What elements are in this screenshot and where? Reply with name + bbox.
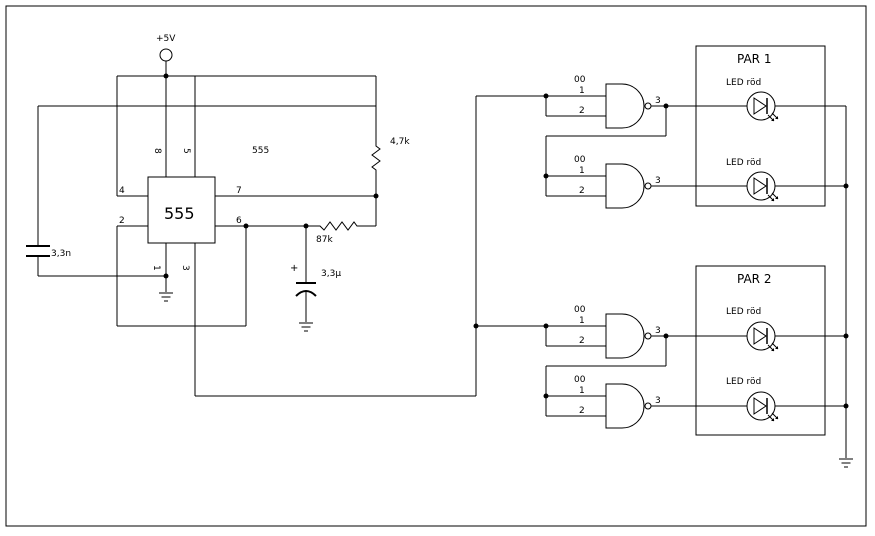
gate-1-out-label: 3 <box>655 96 661 106</box>
output-wires <box>194 95 606 397</box>
threshold-trigger-wires <box>116 223 309 327</box>
timer-ground <box>158 243 174 302</box>
pin-7-label: 7 <box>236 186 242 196</box>
gate-4-in-b-label: 2 <box>579 406 585 416</box>
electrolytic-capacitor: + 3,3μ <box>290 226 341 332</box>
pin-8-label: 8 <box>152 148 162 154</box>
gate-2: 00 1 2 3 <box>543 106 846 209</box>
pin-2-label: 2 <box>119 216 125 226</box>
capacitor-plus-label: + <box>290 263 298 274</box>
gate-4-in-a-label: 1 <box>579 386 585 396</box>
pin-3-label: 3 <box>180 265 190 271</box>
pair-2-led-1 <box>746 321 779 352</box>
pair-2-title: PAR 2 <box>737 272 771 286</box>
gate-3-in-a-label: 1 <box>579 316 585 326</box>
pair-1-led-1 <box>746 91 779 122</box>
pair-2-led-2-label: LED röd <box>726 377 761 387</box>
led-return-rail <box>838 106 854 468</box>
gate-2-in-a-top-label: 00 <box>574 155 586 165</box>
timer-name-label: 555 <box>252 146 269 156</box>
gate-2-in-b-label: 2 <box>579 186 585 196</box>
gate-3-in-a-top-label: 00 <box>574 305 586 315</box>
pin-1-label: 1 <box>151 265 161 271</box>
pair-1-group: PAR 1 LED röd LED röd <box>695 45 826 207</box>
timer-chip-label: 555 <box>164 204 195 223</box>
pair-1-led-1-label: LED röd <box>726 78 761 88</box>
pair-1-led-2-label: LED röd <box>726 158 761 168</box>
gate-2-in-a-label: 1 <box>579 166 585 176</box>
supply-rail-wires <box>116 73 377 197</box>
pair-1-title: PAR 1 <box>737 52 771 66</box>
pin-6-label: 6 <box>236 216 242 226</box>
gate-3-in-b-label: 2 <box>579 336 585 346</box>
capacitor-elec-label: 3,3μ <box>321 269 341 279</box>
timing-resistors: 4,7k 87k <box>215 128 410 245</box>
gate-3-out-label: 3 <box>655 326 661 336</box>
gate-2-out-label: 3 <box>655 176 661 186</box>
supply-label: +5V <box>156 34 176 44</box>
gate-3: 00 1 2 3 <box>543 305 846 359</box>
timing-capacitor: 3,3n <box>26 105 376 277</box>
pair-2-led-1-label: LED röd <box>726 307 761 317</box>
gate-1-in-a-top-label: 00 <box>574 75 586 85</box>
gate-1: 00 1 2 3 <box>543 75 846 129</box>
capacitor-timing-label: 3,3n <box>51 249 71 259</box>
pair-2-group: PAR 2 LED röd LED röd <box>695 265 826 436</box>
diagram-border <box>5 5 867 527</box>
pair-1-led-2 <box>746 171 779 202</box>
supply-terminal: +5V <box>156 34 176 76</box>
pin-4-label: 4 <box>119 186 125 196</box>
gate-1-in-b-label: 2 <box>579 106 585 116</box>
resistor-r2-label: 87k <box>316 235 333 245</box>
gate-4-out-label: 3 <box>655 396 661 406</box>
resistor-r1-label: 4,7k <box>390 137 410 147</box>
gate-4-in-a-top-label: 00 <box>574 375 586 385</box>
timer-555: 555 555 8 5 4 7 2 6 1 3 <box>119 146 269 271</box>
gate-4: 00 1 2 3 <box>543 336 846 429</box>
pair-2-led-2 <box>746 391 779 422</box>
gate-1-in-a-label: 1 <box>579 86 585 96</box>
pin-5-label: 5 <box>181 148 191 154</box>
